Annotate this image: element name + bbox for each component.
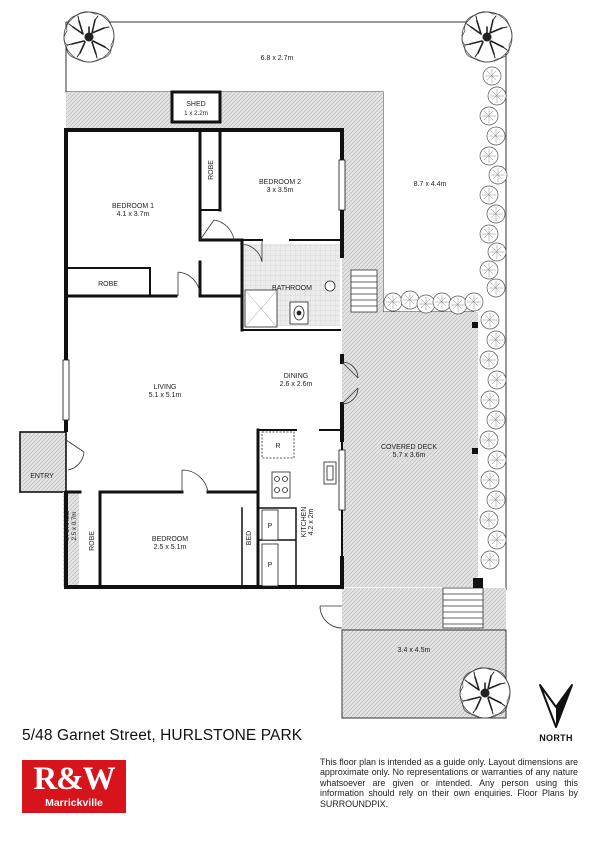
dining-name: DINING [284,373,309,380]
courtyard-size: 3.4 x 4.5m [398,647,431,654]
agency-logo: R&W Marrickville [22,760,126,813]
shed [170,90,222,124]
bed-robe-name: BED [246,531,253,545]
covered-deck-name: COVERED DECK [381,444,437,451]
north-indicator: NORTH [527,683,585,747]
shed-size: 1 x 2.2m [184,110,208,117]
yard-top-size: 6.8 x 2.7m [261,55,294,62]
bedroom1-size: 4.1 x 3.7m [117,211,150,218]
north-label: NORTH [539,733,573,743]
robe-right-name: ROBE [208,160,215,180]
steps-lower [442,587,484,629]
robe-bottom-name: ROBE [89,531,96,551]
shed-name: SHED [186,101,205,108]
storage-name: STORAGE [64,511,71,541]
logo-main-text: R&W [33,761,115,797]
covered-deck-size: 5.7 x 3.6m [393,452,426,459]
bedroom2-size: 3 x 3.5m [267,187,294,194]
living-size: 5.1 x 5.1m [149,392,182,399]
bathroom-fixtures [244,280,336,328]
bathroom-name: BATHROOM [272,285,312,292]
bedroom1-name: BEDROOM 1 [112,203,154,210]
property-address: 5/48 Garnet Street, HURLSTONE PARK [22,727,303,744]
robe-left-name: ROBE [98,281,118,288]
floor-plan: 6.8 x 2.7m SHED 1 x 2.2m ROBE BEDROOM 2 … [19,10,513,719]
posts [472,322,483,588]
room-labels: 6.8 x 2.7m SHED 1 x 2.2m ROBE BEDROOM 2 … [30,55,446,654]
storage-size: 2.5 x 0.7m [71,512,78,541]
pantry2-label: P [268,562,273,569]
kitchen-name: KITCHEN [301,507,308,538]
doors [65,219,359,629]
logo-sub-text: Marrickville [45,797,103,809]
fridge-label: R [275,443,280,450]
north-arrow-icon [539,684,573,728]
dining-size: 2.6 x 2.6m [280,381,313,388]
bedroom3-size: 2.5 x 5.1m [154,544,187,551]
yard-side-size: 8.7 x 4.4m [414,181,447,188]
bedroom3-name: BEDROOM [152,536,188,543]
bedroom2-name: BEDROOM 2 [259,179,301,186]
entry-name: ENTRY [30,473,54,480]
pantry1-label: P [268,523,273,530]
kitchen-size: 4.2 x 2m [308,508,315,535]
steps-upper [350,269,378,313]
disclaimer-text: This floor plan is intended as a guide o… [320,757,578,809]
living-name: LIVING [154,384,177,391]
kitchen-fixtures [261,431,337,587]
yard-areas [65,21,507,719]
windows [62,159,346,511]
